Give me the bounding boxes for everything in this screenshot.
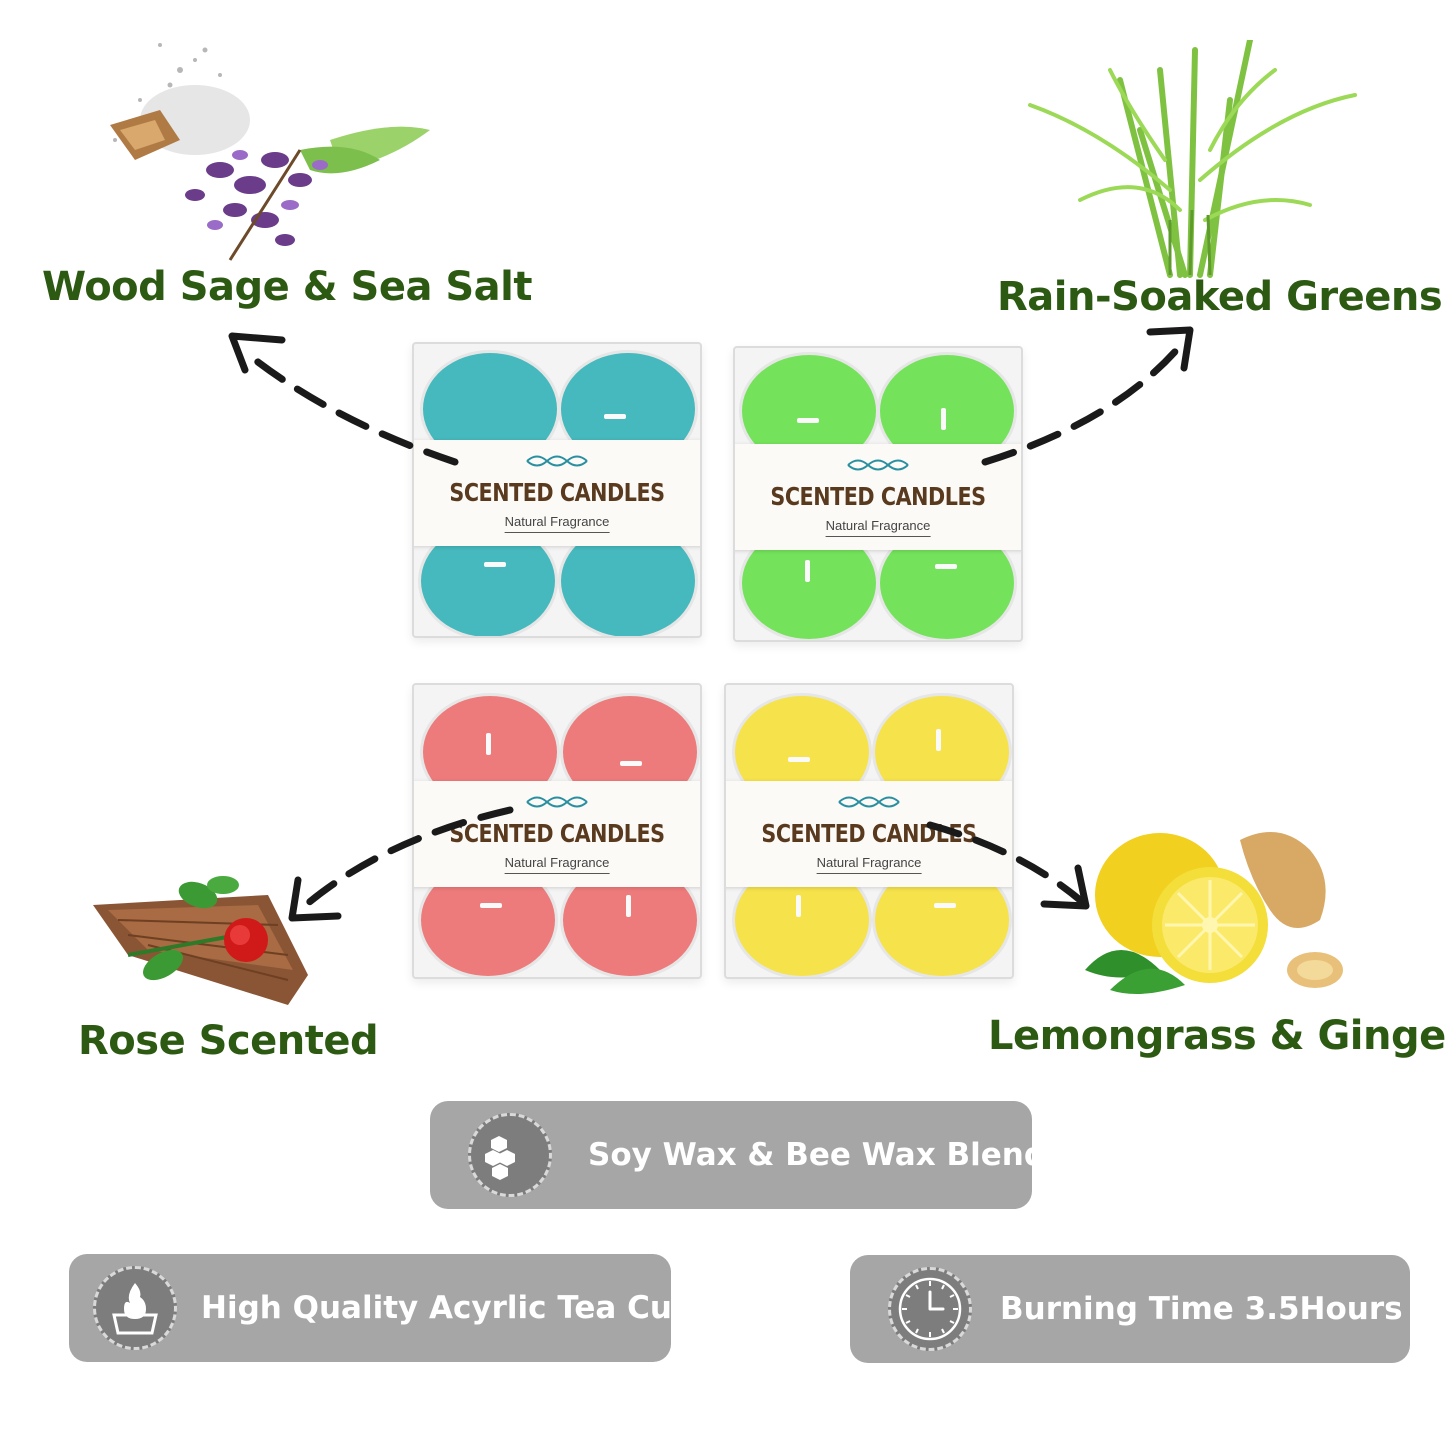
- clock-icon: [888, 1267, 972, 1351]
- scent-label-rose: Rose Scented: [78, 1018, 379, 1064]
- flame-cup-icon: [93, 1266, 177, 1350]
- candle-pack-yellow: SCENTED CANDLES Natural Fragrance: [724, 683, 1014, 979]
- rose-bark-illustration: [93, 876, 308, 1005]
- wax-blend-icon: [468, 1113, 552, 1197]
- pack-brand: SCENTED CANDLES: [449, 478, 665, 507]
- pack-sleeve: SCENTED CANDLES Natural Fragrance: [414, 781, 700, 887]
- feature-burn-time: Burning Time 3.5Hours: [850, 1255, 1410, 1363]
- pack-subtitle: Natural Fragrance: [504, 855, 610, 874]
- candle-pack-teal: SCENTED CANDLES Natural Fragrance: [412, 342, 702, 638]
- scent-label-lemongrass: Lemongrass & Ginger: [988, 1013, 1445, 1059]
- feature-cup-label: High Quality Acyrlic Tea Cup: [201, 1290, 695, 1326]
- pack-subtitle: Natural Fragrance: [825, 518, 931, 537]
- pack-sleeve: SCENTED CANDLES Natural Fragrance: [726, 781, 1012, 887]
- pack-subtitle: Natural Fragrance: [504, 514, 610, 533]
- feature-tea-cup: High Quality Acyrlic Tea Cup: [69, 1254, 694, 1362]
- feature-wax-label: Soy Wax & Bee Wax Blend: [588, 1137, 1047, 1173]
- dna-logo-icon: [847, 459, 909, 471]
- rain-greens-illustration: [1028, 40, 1357, 278]
- dna-logo-icon: [526, 455, 588, 467]
- pack-brand: SCENTED CANDLES: [770, 482, 986, 511]
- arrow-to-rose: [296, 806, 514, 914]
- pack-subtitle: Natural Fragrance: [816, 855, 922, 874]
- pack-sleeve: SCENTED CANDLES Natural Fragrance: [735, 444, 1021, 550]
- dna-logo-icon: [526, 796, 588, 808]
- wood-sage-sea-salt-illustration: [110, 43, 430, 261]
- candle-pack-green: SCENTED CANDLES Natural Fragrance: [733, 346, 1023, 642]
- pack-brand: SCENTED CANDLES: [449, 819, 665, 848]
- feature-burn-label: Burning Time 3.5Hours: [1000, 1291, 1403, 1327]
- arrow-to-lemongrass: [926, 821, 1084, 904]
- arrow-to-wood-sage: [241, 348, 459, 466]
- pack-brand: SCENTED CANDLES: [761, 819, 977, 848]
- scent-label-rain-greens: Rain-Soaked Greens: [997, 274, 1443, 320]
- scent-label-wood-sage: Wood Sage & Sea Salt: [42, 264, 533, 310]
- pack-sleeve: SCENTED CANDLES Natural Fragrance: [414, 440, 700, 546]
- lemon-ginger-illustration: [1085, 832, 1343, 994]
- feature-wax-blend: Soy Wax & Bee Wax Blend: [430, 1101, 1046, 1209]
- arrow-to-rain-greens: [981, 336, 1189, 466]
- dna-logo-icon: [838, 796, 900, 808]
- candle-pack-pink: SCENTED CANDLES Natural Fragrance: [412, 683, 702, 979]
